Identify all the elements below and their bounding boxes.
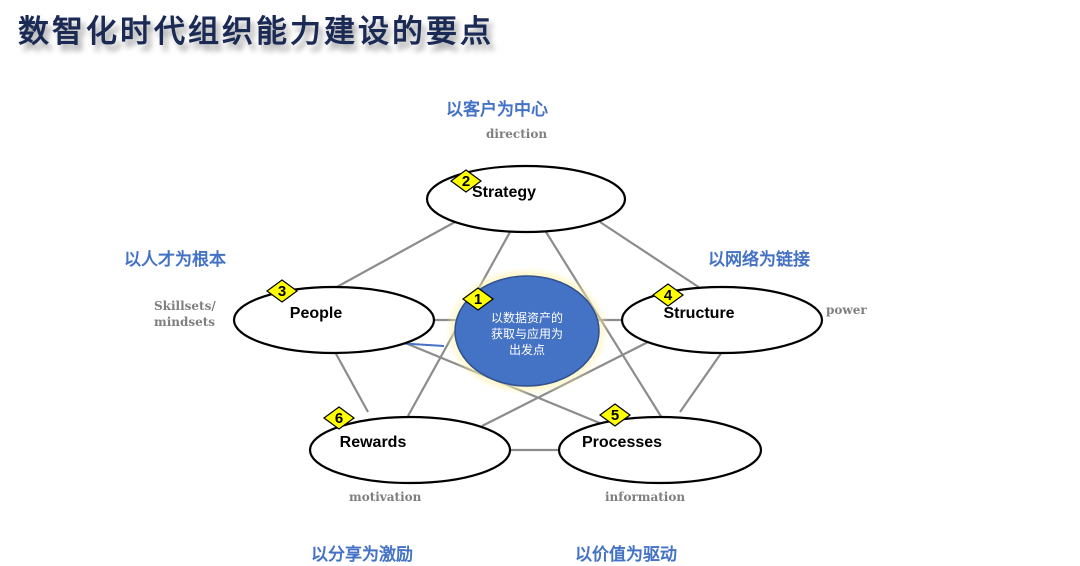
badge-1-number: 1 <box>474 291 482 308</box>
rewards-node <box>308 415 512 485</box>
badge-3-number: 3 <box>278 283 286 300</box>
center-text-line2: 获取与应用为 <box>491 326 563 341</box>
badge-3-diamond <box>265 279 299 303</box>
annotation-direction: direction <box>486 127 548 141</box>
structure-label: Structure <box>663 305 734 322</box>
principle-sharing: 以分享为激励 <box>311 545 413 565</box>
badge-6-diamond <box>322 406 356 430</box>
badge-4-number: 4 <box>664 287 673 304</box>
connector-people-rewards <box>334 351 369 413</box>
connector-structure-processes <box>679 351 723 413</box>
annotation-power: power <box>826 303 867 317</box>
center-text-line3: 出发点 <box>509 342 545 357</box>
center-text-line1: 以数据资产的 <box>491 310 563 325</box>
processes-label: Processes <box>582 434 662 451</box>
people-label: People <box>290 305 343 322</box>
center-circle <box>454 275 600 387</box>
rewards-label: Rewards <box>340 434 407 451</box>
strategy-label: Strategy <box>472 184 536 201</box>
principle-value: 以价值为驱动 <box>575 545 677 565</box>
badge-5-number: 5 <box>611 407 619 424</box>
page-title: 数智化时代组织能力建设的要点 <box>18 14 494 50</box>
connector-strategy-structure <box>599 221 701 289</box>
badge-2-diamond <box>449 169 483 193</box>
principle-talent: 以人才为根本 <box>124 250 226 270</box>
processes-node <box>557 415 763 485</box>
annotation-mindsets: mindsets <box>154 315 216 329</box>
annotation-information: information <box>605 490 686 504</box>
badge-1-diamond <box>461 287 495 311</box>
connector-strategy-people <box>334 221 456 289</box>
badge-6-number: 6 <box>335 410 343 427</box>
people-node <box>232 285 436 355</box>
principle-customer: 以客户为中心 <box>446 100 548 120</box>
badge-4-diamond <box>651 283 685 307</box>
annotation-skillsets: Skillsets/ <box>154 299 216 313</box>
annotation-motivation: motivation <box>349 490 422 504</box>
badge-2-number: 2 <box>462 173 470 190</box>
principle-network: 以网络为链接 <box>708 250 810 270</box>
badge-5-diamond <box>598 403 632 427</box>
